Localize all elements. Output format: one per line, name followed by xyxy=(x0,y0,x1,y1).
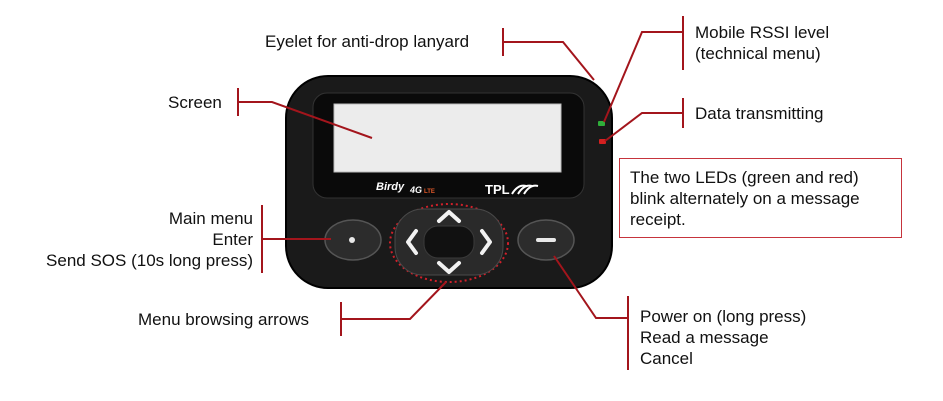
led-green xyxy=(598,121,605,126)
label-power-line-2: Read a message xyxy=(640,328,769,347)
maker-logo: TPL xyxy=(485,182,510,197)
label-arrows: Menu browsing arrows xyxy=(138,310,310,329)
brand-model: Birdy xyxy=(376,181,405,193)
led-note-box: The two LEDs (green and red) blink alter… xyxy=(619,158,902,238)
led-red xyxy=(599,139,606,144)
label-main-menu: Main menu Enter Send SOS (10s long press… xyxy=(46,208,253,271)
label-rssi-line-1: Mobile RSSI level xyxy=(695,23,830,42)
label-eyelet: Eyelet for anti-drop lanyard xyxy=(265,32,470,51)
label-data-transmitting: Data transmitting xyxy=(695,104,824,123)
label-power-line-3: Cancel xyxy=(640,349,693,368)
label-main-menu-line-2: Enter xyxy=(212,230,253,249)
arrow-left-icon[interactable] xyxy=(406,229,418,255)
label-power-line-1: Power on (long press) xyxy=(640,307,807,326)
label-rssi: Mobile RSSI level (technical menu) xyxy=(695,22,829,64)
label-screen: Screen xyxy=(168,93,222,112)
label-power: Power on (long press) Read a message Can… xyxy=(640,306,806,369)
arrows-ring xyxy=(389,203,509,283)
arrow-down-icon[interactable] xyxy=(437,261,461,274)
brand-network: 4G xyxy=(409,185,422,195)
main-menu-dot-icon xyxy=(349,237,355,243)
power-dash-icon xyxy=(536,238,556,242)
arrow-up-icon[interactable] xyxy=(437,210,461,223)
screen-display xyxy=(333,103,562,173)
label-main-menu-line-3: Send SOS (10s long press) xyxy=(46,251,253,270)
label-rssi-line-2: (technical menu) xyxy=(695,44,821,63)
brand-lte: LTE xyxy=(424,189,435,195)
leader-lines xyxy=(237,16,684,370)
label-main-menu-line-1: Main menu xyxy=(168,209,253,228)
arrow-right-icon[interactable] xyxy=(480,229,492,255)
maker-swoosh-icon xyxy=(511,184,539,195)
nav-pad-center xyxy=(423,225,475,259)
